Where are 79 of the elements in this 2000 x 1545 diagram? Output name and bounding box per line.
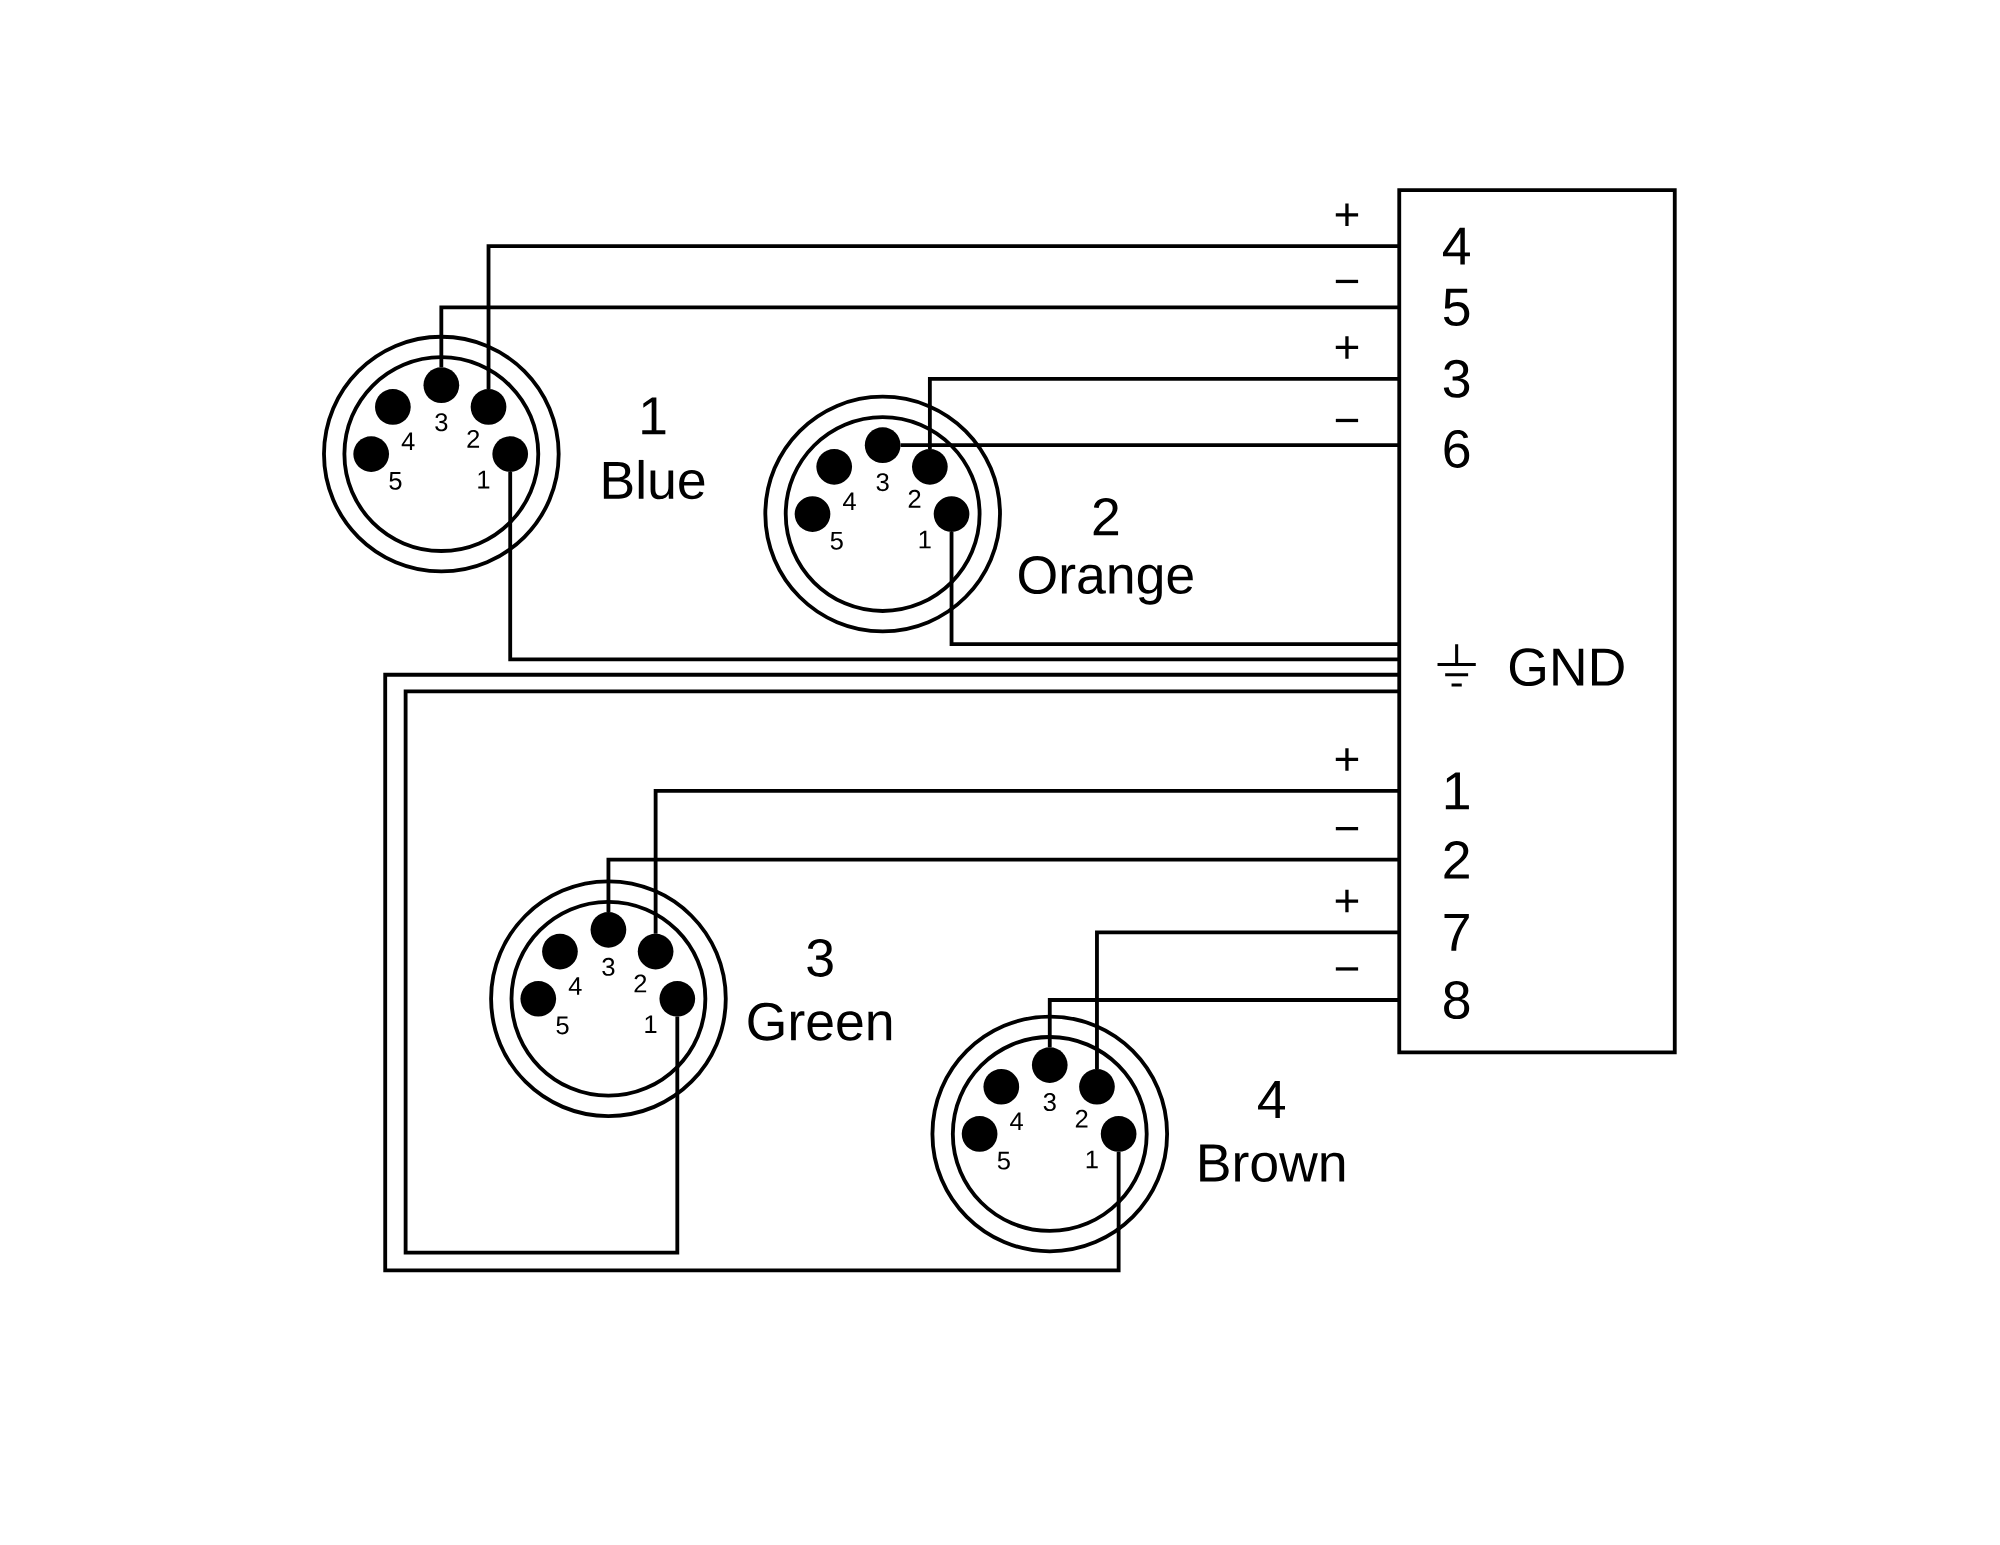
pin-number: 5 — [556, 1016, 569, 1035]
connector-socket — [489, 879, 728, 1119]
connector-label: 2 — [1093, 498, 1119, 536]
terminal-number: 1 — [1445, 772, 1469, 810]
polarity-sign: − — [1335, 827, 1359, 831]
polarity-sign: + — [1335, 889, 1359, 913]
connector-label: Brown — [1200, 1144, 1345, 1183]
pin-number: 5 — [389, 472, 402, 490]
connector-label: Orange — [1019, 556, 1193, 605]
pin-number: 1 — [1086, 1150, 1098, 1169]
wire — [900, 443, 1400, 448]
pin — [423, 367, 460, 404]
pin-number: 3 — [435, 413, 448, 432]
connector-label: Blue — [603, 460, 705, 500]
pin-number: 1 — [645, 1015, 657, 1034]
pin-number: 3 — [876, 473, 889, 492]
polarity-sign: + — [1335, 748, 1359, 771]
pin-number: 1 — [919, 530, 931, 549]
wire — [508, 472, 1400, 662]
pin — [912, 449, 948, 485]
pin — [816, 449, 853, 485]
polarity-sign: − — [1335, 419, 1359, 423]
wire — [927, 377, 1400, 450]
pin — [983, 1069, 1020, 1105]
pin — [1031, 1047, 1068, 1084]
pin-number: 2 — [467, 430, 480, 448]
connector-socket — [322, 335, 561, 574]
wire — [439, 305, 1400, 368]
pin — [520, 981, 557, 1017]
pin — [590, 912, 627, 948]
polarity-sign: − — [1335, 967, 1359, 971]
pin — [1100, 1116, 1137, 1152]
pin-number: 4 — [568, 977, 582, 995]
terminal-number: 4 — [1443, 227, 1470, 265]
pin — [375, 389, 411, 425]
terminal-number: 3 — [1443, 360, 1470, 398]
connector-label: 1 — [642, 397, 666, 435]
pin-number: 2 — [908, 490, 921, 508]
polarity-sign: + — [1335, 336, 1359, 359]
connector-label: 3 — [807, 939, 833, 978]
pin-number: 4 — [843, 492, 856, 511]
terminal-number: 7 — [1444, 914, 1469, 951]
connector-socket — [763, 394, 1002, 634]
pin-number: 2 — [634, 974, 647, 993]
pin-number: 1 — [478, 471, 490, 489]
terminal-number: 8 — [1444, 981, 1470, 1020]
pin-number: 5 — [997, 1152, 1010, 1170]
wire — [653, 789, 1400, 934]
pin — [470, 389, 507, 425]
polarity-sign: + — [1335, 203, 1359, 227]
terminal-number: 2 — [1444, 841, 1469, 879]
wire — [949, 532, 1400, 647]
connector-label: 4 — [1258, 1081, 1285, 1119]
ground-terminal: GND — [1509, 648, 1624, 687]
pin — [933, 496, 970, 533]
pin — [794, 496, 831, 533]
pin — [864, 427, 901, 464]
pin — [1079, 1069, 1115, 1105]
terminal-number: 5 — [1443, 288, 1470, 327]
pin-number: 3 — [602, 958, 615, 977]
terminal-block — [1397, 188, 1677, 1055]
pin-number: 4 — [1010, 1112, 1023, 1131]
pin — [637, 933, 674, 970]
pin — [492, 436, 529, 473]
pin-number: 4 — [401, 432, 415, 451]
pin — [659, 981, 696, 1017]
terminal-number: 6 — [1444, 430, 1470, 469]
pin — [542, 933, 578, 970]
polarity-sign: − — [1335, 279, 1359, 284]
connector-socket — [930, 1014, 1170, 1254]
pin-number: 3 — [1043, 1093, 1056, 1112]
pin-number: 5 — [830, 532, 843, 550]
pin — [353, 436, 390, 473]
pin — [961, 1116, 998, 1152]
connector-label: Green — [748, 1002, 892, 1041]
pin-number: 2 — [1075, 1109, 1088, 1128]
wire — [606, 857, 1400, 913]
wire — [1047, 998, 1400, 1048]
wire — [1095, 930, 1400, 1070]
